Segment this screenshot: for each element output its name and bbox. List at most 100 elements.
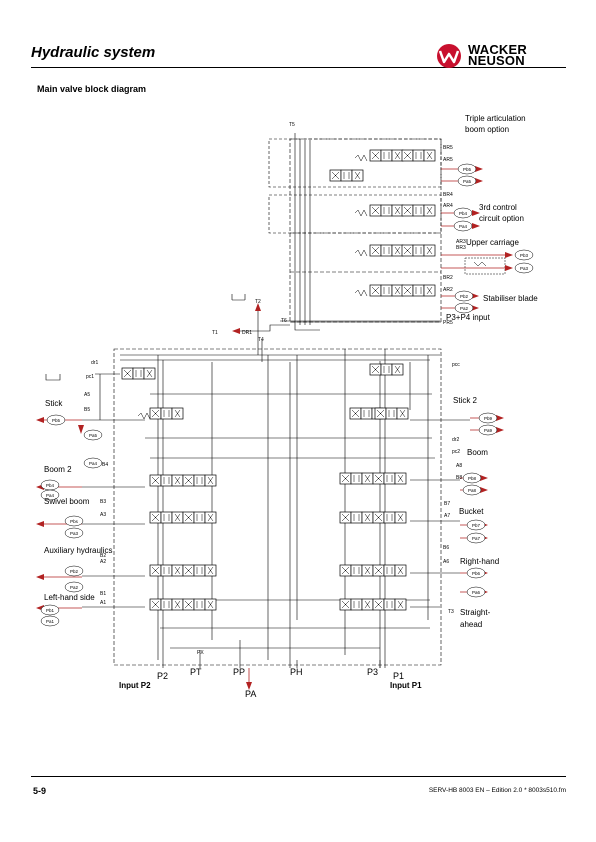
pilot-pb8: Pb8 bbox=[468, 476, 477, 481]
pilot-r-pa3: Pa3 bbox=[520, 266, 529, 271]
pilot-r-pa4: Pa4 bbox=[459, 224, 468, 229]
port-t1: T1 bbox=[212, 330, 218, 336]
pilot-pb2: Pb2 bbox=[70, 569, 79, 574]
footer-divider bbox=[31, 776, 566, 777]
port-t6: T6 bbox=[281, 318, 287, 324]
port-arrows bbox=[36, 166, 513, 690]
port-a8: A8 bbox=[456, 463, 462, 469]
port-b2: B2 bbox=[100, 553, 106, 559]
pilot-pa5: Pa5 bbox=[89, 433, 98, 438]
port-br4: BR4 bbox=[443, 192, 453, 198]
pilot-r-pb2: Pb2 bbox=[460, 294, 469, 299]
pilot-pb7: Pb7 bbox=[472, 523, 481, 528]
port-pt: PT bbox=[190, 667, 202, 677]
port-pc2: pc2 bbox=[452, 449, 460, 455]
port-a2: A2 bbox=[100, 559, 106, 565]
pilot-r-pa2: Pa2 bbox=[460, 306, 469, 311]
valve-br4 bbox=[354, 204, 436, 217]
valve-swivel bbox=[149, 511, 217, 524]
port-ar3: AR3 bbox=[456, 239, 466, 245]
port-p3: P3 bbox=[367, 667, 378, 677]
label-auxiliary: Auxiliary hydraulics bbox=[44, 546, 113, 555]
port-pr5: PR5 bbox=[443, 320, 453, 326]
port-dr2: dr2 bbox=[452, 437, 459, 443]
pilot-pa3: Pa3 bbox=[70, 531, 79, 536]
label-p3p4-input: P3+P4 input bbox=[446, 313, 490, 322]
pilot-pbs: Pbs bbox=[70, 519, 79, 524]
port-dr1: DR1 bbox=[242, 330, 252, 336]
section-title: Main valve block diagram bbox=[37, 84, 147, 94]
port-br2: BR2 bbox=[443, 275, 453, 281]
port-b7: B7 bbox=[444, 501, 450, 507]
label-bucket: Bucket bbox=[459, 507, 484, 516]
port-b5: B5 bbox=[84, 407, 90, 413]
port-a7: A7 bbox=[444, 513, 450, 519]
valve-br5b bbox=[329, 169, 364, 182]
port-pcc: pcc bbox=[452, 362, 460, 368]
port-dr1-low: dr1 bbox=[91, 360, 98, 366]
port-p2: P2 bbox=[157, 671, 168, 681]
pilot-pb5: Pb5 bbox=[52, 418, 61, 423]
valve-stick2 bbox=[349, 407, 409, 420]
port-b1: B1 bbox=[100, 591, 106, 597]
port-a6: A6 bbox=[443, 559, 449, 565]
pilot-pb9: Pb9 bbox=[484, 416, 493, 421]
label-boom: Boom bbox=[467, 448, 488, 457]
port-b8: B8 bbox=[456, 475, 462, 481]
port-pc1: pc1 bbox=[86, 374, 94, 380]
port-p1: P1 bbox=[393, 671, 404, 681]
label-third-control: 3rd control bbox=[479, 203, 517, 212]
port-a1: A1 bbox=[100, 600, 106, 606]
label-input-p2: Input P2 bbox=[119, 681, 151, 690]
port-t4: T4 bbox=[258, 337, 264, 343]
logo-wordmark: WACKER NEUSON bbox=[468, 42, 527, 68]
document-reference: SERV-HB 8003 EN – Edition 2.0 * 8003s510… bbox=[428, 787, 566, 794]
pilot-pa1: Pa1 bbox=[46, 619, 55, 624]
label-straight: Straight- bbox=[460, 608, 491, 617]
label-ahead: ahead bbox=[460, 620, 483, 629]
valve-auxiliary bbox=[149, 564, 217, 577]
port-t3: T3 bbox=[448, 609, 454, 615]
valve-br2 bbox=[354, 284, 436, 297]
port-b3: B3 bbox=[100, 499, 106, 505]
port-ph: PH bbox=[290, 667, 303, 677]
pilot-pa4b: Pa4 bbox=[46, 493, 55, 498]
pilot-pb6: Pb6 bbox=[472, 571, 481, 576]
pilot-pa6: Pa6 bbox=[472, 590, 481, 595]
valve-boom2 bbox=[149, 474, 217, 487]
valve-stick bbox=[137, 407, 184, 420]
label-swivel-boom: Swivel boom bbox=[44, 497, 90, 506]
pilot-pa8: Pa8 bbox=[468, 488, 477, 493]
page-number: 5-9 bbox=[33, 786, 47, 796]
label-stabiliser-blade: Stabiliser blade bbox=[483, 294, 538, 303]
label-triple-articulation: Triple articulation bbox=[465, 114, 526, 123]
valve-pcc bbox=[369, 363, 404, 376]
label-left-hand-side: Left-hand side bbox=[44, 593, 95, 602]
label-right-hand: Right-hand bbox=[460, 557, 500, 566]
pilot-r-pb5: Pb5 bbox=[463, 167, 472, 172]
valve-br5 bbox=[354, 149, 436, 162]
valve-boom bbox=[339, 472, 407, 485]
pilot-pb4: Pb4 bbox=[46, 483, 55, 488]
pilot-pa7: Pa7 bbox=[472, 536, 481, 541]
header-divider bbox=[31, 67, 566, 68]
port-ar2: AR2 bbox=[443, 287, 453, 293]
valve-straight-ahead bbox=[339, 598, 407, 611]
pilot-pb1: Pb1 bbox=[46, 608, 55, 613]
valve-bucket bbox=[339, 511, 407, 524]
port-b6: B6 bbox=[443, 545, 449, 551]
logo-line1: WACKER bbox=[468, 42, 527, 57]
label-boom2: Boom 2 bbox=[44, 465, 72, 474]
port-t5: T5 bbox=[289, 122, 295, 128]
pilot-r-pa5: Pa5 bbox=[463, 179, 472, 184]
valve-pc1 bbox=[121, 367, 156, 380]
port-br5: BR5 bbox=[443, 145, 453, 151]
valve-right-hand bbox=[339, 564, 407, 577]
main-valve-block bbox=[113, 348, 442, 666]
port-a5: A5 bbox=[84, 392, 90, 398]
label-stick2: Stick 2 bbox=[453, 396, 478, 405]
label-stick: Stick bbox=[45, 399, 63, 408]
pilot-pa4: Pa4 bbox=[89, 461, 98, 466]
logo-line2: NEUSON bbox=[468, 53, 525, 68]
